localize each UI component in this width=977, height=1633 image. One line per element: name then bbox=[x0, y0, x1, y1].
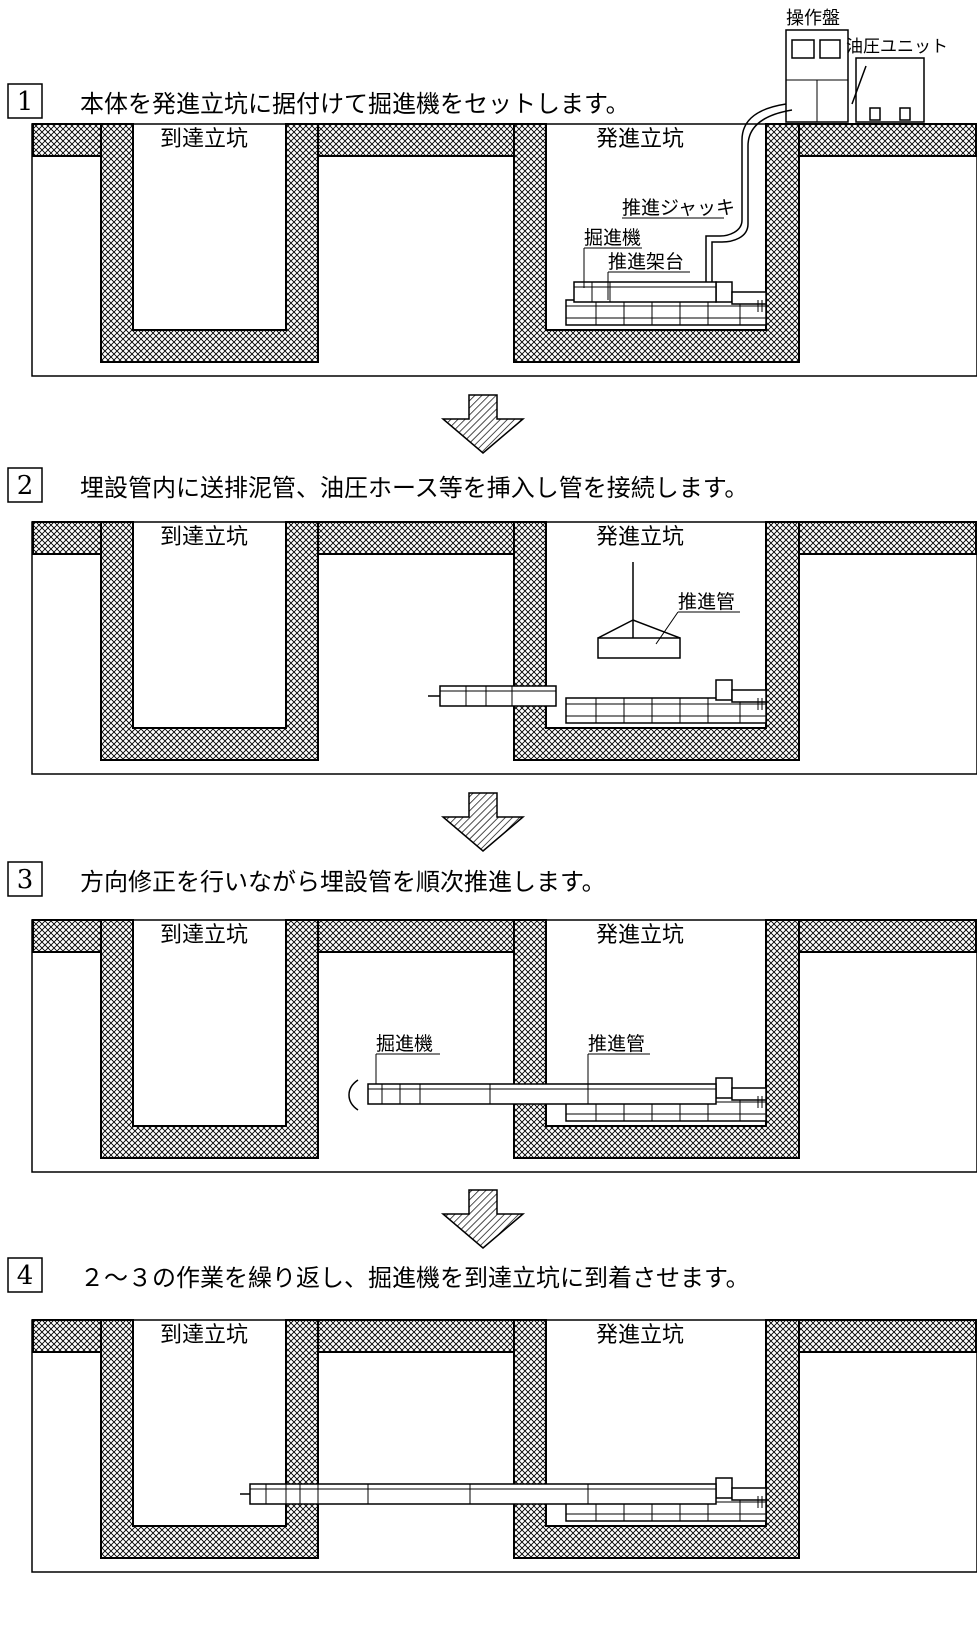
arrival-shaft-label: 到達立坑 bbox=[160, 923, 248, 948]
step-text: 方向修正を行いながら埋設管を順次推進します。 bbox=[80, 868, 606, 896]
step-number-box bbox=[7, 1257, 43, 1293]
tunneling-machine-label: 掘進機 bbox=[376, 1033, 433, 1055]
hatched-down-arrow-icon bbox=[440, 394, 526, 454]
ground-surface-hatch bbox=[317, 1319, 515, 1353]
ground-surface-hatch bbox=[32, 521, 102, 555]
ground-surface-hatch bbox=[32, 123, 102, 157]
launch-shaft-wall bbox=[513, 919, 800, 1159]
push-frame bbox=[565, 679, 767, 724]
hydraulic-unit bbox=[855, 57, 925, 123]
step-number: 3 bbox=[17, 865, 34, 895]
push-frame-label: 推進架台 bbox=[608, 251, 684, 273]
launch-shaft-label: 発進立坑 bbox=[596, 1323, 684, 1348]
ground-surface-hatch bbox=[798, 521, 977, 555]
step-text: 本体を発進立坑に据付けて掘進機をセットします。 bbox=[80, 90, 630, 118]
jacking-pipe-label: 推進管 bbox=[588, 1033, 645, 1055]
jack-head bbox=[731, 291, 767, 305]
frame-base bbox=[565, 299, 767, 326]
hydraulic-unit-label: 油圧ユニット bbox=[846, 37, 948, 57]
ground-surface-hatch bbox=[798, 919, 977, 953]
arrival-shaft-wall bbox=[100, 521, 319, 761]
hydraulic-hoses bbox=[705, 65, 867, 282]
ground-surface-hatch bbox=[317, 123, 515, 157]
launch-shaft-label: 発進立坑 bbox=[596, 127, 684, 152]
jacking-pipe-train bbox=[367, 1083, 717, 1105]
jack-head bbox=[731, 689, 767, 703]
launch-shaft-wall bbox=[513, 123, 800, 363]
control-panel bbox=[785, 29, 849, 123]
steering-arrow-icon bbox=[348, 1079, 359, 1111]
tunneling-machine bbox=[573, 281, 717, 303]
step-1: 1 本体を発進立坑に据付けて掘進機をセットします。到達立坑 発進立坑 操作盤油圧ユニッ… bbox=[7, 8, 977, 377]
tunneling-machine-label: 掘進機 bbox=[584, 227, 641, 249]
hatched-down-arrow-icon bbox=[440, 792, 526, 852]
jack-block bbox=[715, 1077, 733, 1099]
ground-surface-hatch bbox=[798, 123, 977, 157]
hatched-down-arrow-icon bbox=[440, 1189, 526, 1249]
step-4: 4 ２～３の作業を繰り返し、掘進機を到達立坑に到着させます。到達立坑 発進立坑 bbox=[7, 1257, 977, 1573]
step-number: 4 bbox=[17, 1261, 34, 1291]
tunneling-machine bbox=[439, 685, 557, 707]
jack-block bbox=[715, 281, 733, 303]
step-number: 2 bbox=[17, 471, 34, 501]
arrival-shaft-label: 到達立坑 bbox=[160, 525, 248, 550]
arrival-shaft-wall bbox=[100, 123, 319, 363]
arrival-shaft-label: 到達立坑 bbox=[160, 127, 248, 152]
step-number-box bbox=[7, 861, 43, 897]
lifted-pipe bbox=[597, 562, 681, 659]
arrival-shaft-label: 到達立坑 bbox=[160, 1323, 248, 1348]
push-frame bbox=[565, 281, 767, 326]
jack-block bbox=[715, 679, 733, 701]
launch-shaft-label: 発進立坑 bbox=[596, 525, 684, 550]
jack-head bbox=[731, 1487, 767, 1501]
arrival-shaft-wall bbox=[100, 1319, 319, 1559]
step-number: 1 bbox=[17, 87, 34, 117]
jacking-pipe-label: 推進管 bbox=[678, 591, 735, 613]
jack-block bbox=[715, 1477, 733, 1499]
launch-shaft-wall bbox=[513, 1319, 800, 1559]
step-number-box bbox=[7, 467, 43, 503]
control-panel-label: 操作盤 bbox=[786, 8, 840, 29]
launch-shaft-label: 発進立坑 bbox=[596, 923, 684, 948]
jack-head bbox=[731, 1087, 767, 1101]
step-number-box bbox=[7, 83, 43, 119]
push-jack-label: 推進ジャッキ bbox=[622, 197, 735, 219]
ground-surface-hatch bbox=[317, 521, 515, 555]
step-text: ２～３の作業を繰り返し、掘進機を到達立坑に到着させます。 bbox=[80, 1264, 750, 1292]
ground-surface-hatch bbox=[798, 1319, 977, 1353]
arrival-shaft-wall bbox=[100, 919, 319, 1159]
launch-shaft-wall bbox=[513, 521, 800, 761]
jacking-pipe-train bbox=[249, 1483, 717, 1505]
ground-surface-hatch bbox=[317, 919, 515, 953]
ground-surface-hatch bbox=[32, 919, 102, 953]
step-text: 埋設管内に送排泥管、油圧ホース等を挿入し管を接続します。 bbox=[80, 474, 748, 502]
ground-surface-hatch bbox=[32, 1319, 102, 1353]
